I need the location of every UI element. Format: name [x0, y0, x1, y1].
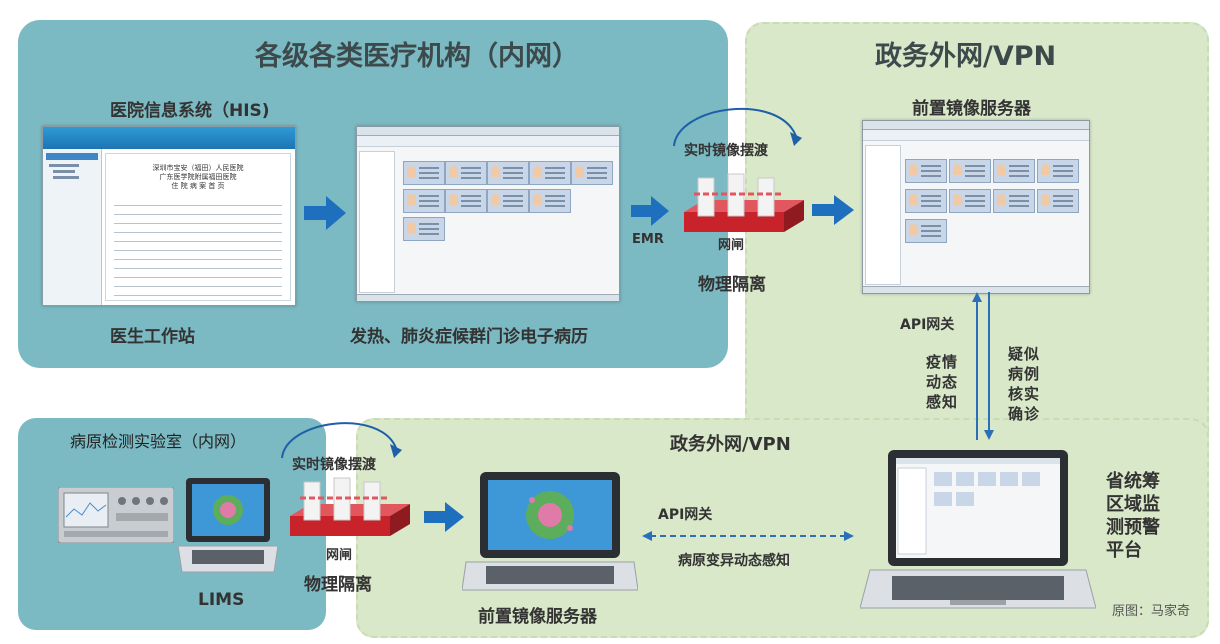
- patient-card: [403, 189, 445, 213]
- lab-mirror-label: 实时镜像摆渡: [292, 457, 376, 473]
- patient-card: [487, 189, 529, 213]
- external-zone-title: 政务外网/VPN: [875, 41, 1057, 72]
- lab-gate-label: 网闸: [326, 548, 353, 563]
- top-isolation-label: 物理隔离: [698, 275, 766, 295]
- patient-card: [1037, 159, 1079, 183]
- top-api-label: API网关: [900, 317, 955, 333]
- his-title: 医院信息系统（HIS): [110, 101, 270, 121]
- workstation-label: 医生工作站: [110, 327, 195, 347]
- lab-mirror-curve-arrow: [281, 422, 402, 459]
- front-server-top-title: 前置镜像服务器: [912, 99, 1031, 119]
- fever-clinic-emr-screenshot: [356, 126, 620, 302]
- image-credit: 原图：马家奇: [1112, 604, 1191, 619]
- his-doc-heading-2: 广东医学院附属福田医院: [159, 173, 237, 181]
- case-verification-label: 疑似病例核实确诊: [1008, 345, 1041, 423]
- his-doc-heading-1: 深圳市宝安（福田）人民医院: [152, 164, 244, 172]
- api-dashed-double-arrow: [642, 531, 854, 541]
- patient-card: [445, 189, 487, 213]
- lims-laptop-icon: [178, 478, 278, 573]
- lims-label: LIMS: [198, 590, 245, 610]
- top-mirror-label: 实时镜像摆渡: [684, 143, 768, 159]
- arrow-right-icon: [304, 196, 346, 230]
- api-vertical-arrows: [972, 292, 994, 440]
- patient-card: [571, 161, 613, 185]
- mirror-ferry-curve-arrow: [673, 107, 802, 147]
- arrow-right-icon: [812, 195, 854, 225]
- patient-card: [905, 159, 947, 183]
- arrow-right-icon: [424, 502, 464, 532]
- network-gate-icon: [684, 173, 804, 232]
- lab-instrument-icon: [58, 487, 174, 543]
- doctor-workstation-screenshot: 深圳市宝安（福田）人民医院 广东医学院附属福田医院 住 院 病 案 首 页: [42, 126, 296, 306]
- patient-card: [529, 189, 571, 213]
- pathogen-variation-label: 病原变异动态感知: [678, 553, 790, 569]
- emr-tag: EMR: [632, 232, 664, 247]
- lab-network-gate-icon: [290, 477, 410, 536]
- patient-card: [905, 219, 947, 243]
- patient-card: [993, 159, 1035, 183]
- lab-front-server-label: 前置镜像服务器: [478, 607, 597, 627]
- server-tree-panel: [865, 145, 901, 285]
- his-sidebar: [43, 149, 102, 305]
- front-server-screenshot: [862, 120, 1090, 294]
- lab-zone-title: 病原检测实验室（内网）: [70, 432, 247, 451]
- arrow-right-icon: [631, 196, 669, 226]
- patient-card: [487, 161, 529, 185]
- lab-isolation-label: 物理隔离: [304, 575, 372, 595]
- patient-card: [445, 161, 487, 185]
- his-form-lines: [114, 197, 282, 297]
- patient-card: [949, 159, 991, 183]
- lab-api-label: API网关: [658, 507, 713, 523]
- patient-card: [403, 161, 445, 185]
- patient-card: [403, 217, 445, 241]
- patient-card: [993, 189, 1035, 213]
- internal-zone-title: 各级各类医疗机构（内网）: [255, 41, 579, 72]
- patient-card: [949, 189, 991, 213]
- patient-card: [529, 161, 571, 185]
- emr-label: 发热、肺炎症候群门诊电子病历: [350, 327, 588, 347]
- external-bottom-title: 政务外网/VPN: [670, 434, 791, 455]
- epidemic-awareness-label: 疫情动态感知: [926, 353, 959, 411]
- emr-tree-panel: [359, 151, 395, 293]
- patient-card: [905, 189, 947, 213]
- his-doc-heading-3: 住 院 病 案 首 页: [171, 182, 225, 190]
- top-gate-label: 网闸: [718, 238, 745, 253]
- his-document: 深圳市宝安（福田）人民医院 广东医学院附属福田医院 住 院 病 案 首 页: [105, 153, 291, 301]
- platform-laptop-icon: [860, 450, 1096, 609]
- patient-card: [1037, 189, 1079, 213]
- platform-label: 省统筹区域监测预警平台: [1106, 471, 1160, 561]
- his-header-bar: [43, 127, 295, 149]
- lab-front-server-laptop-icon: [462, 472, 638, 591]
